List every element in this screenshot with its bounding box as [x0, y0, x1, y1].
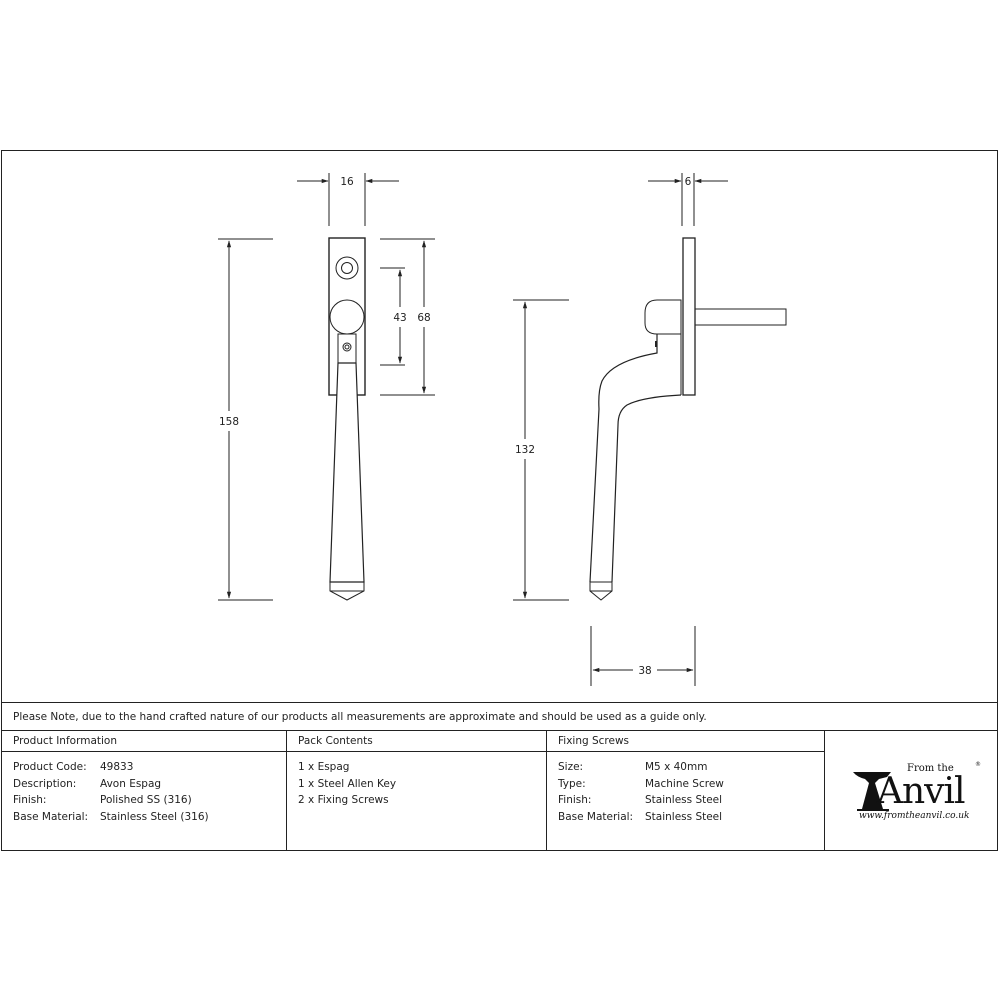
info-value: Polished SS (316) [100, 794, 192, 807]
info-value: Stainless Steel (316) [100, 810, 209, 823]
screw-row: Type: Machine Screw [558, 776, 824, 793]
logo-registered: ® [975, 761, 981, 768]
info-label: Finish: [13, 794, 47, 807]
logo-url: www.fromtheanvil.co.uk [859, 811, 970, 821]
screw-row: Base Material: Stainless Steel [558, 809, 824, 826]
info-label: Description: [13, 777, 77, 790]
screw-value: Stainless Steel [645, 810, 723, 823]
pack-item: 2 x Fixing Screws [298, 794, 389, 807]
info-label: Product Code: [13, 761, 87, 773]
dim-overall-height: 158 [219, 416, 239, 428]
pack-item: 1 x Steel Allen Key [298, 777, 397, 790]
logo-from-the: From the [907, 763, 954, 774]
info-row: Description: Avon Espag [13, 776, 286, 793]
screw-label: Base Material: [558, 810, 634, 823]
info-label: Base Material: [13, 810, 89, 823]
dim-backplate-height: 68 [417, 312, 430, 324]
dim-width: 16 [340, 176, 354, 188]
screw-value: Machine Screw [645, 777, 724, 790]
info-value: Avon Espag [100, 777, 162, 790]
logo-brand: Anvil [877, 771, 966, 812]
info-row: Finish: Polished SS (316) [13, 792, 286, 809]
product-drawing: 16 158 43 68 6 132 38 [218, 173, 787, 686]
screw-label: Type: [558, 777, 586, 790]
side-view [513, 173, 787, 686]
dim-handle-height: 132 [515, 444, 535, 456]
measurement-note: Please Note, due to the hand crafted nat… [2, 702, 997, 731]
screw-value: M5 x 40mm [645, 761, 708, 773]
screw-label: Size: [558, 761, 584, 773]
technical-drawing-sheet: 16 158 43 68 6 132 38 Please Note, due t… [1, 150, 998, 851]
fixing-screws-panel: Fixing Screws Size: M5 x 40mm Type: Machin… [547, 731, 825, 851]
screw-value: Stainless Steel [645, 794, 723, 807]
pack-contents-panel: Pack Contents 1 x Espag 1 x Steel Allen … [287, 731, 547, 851]
fixing-screws-header: Fixing Screws [547, 731, 824, 752]
pack-item: 1 x Espag [298, 761, 350, 773]
screw-row: Size: M5 x 40mm [558, 759, 824, 776]
product-information-header: Product Information [2, 731, 286, 752]
info-row: Base Material: Stainless Steel (316) [13, 809, 286, 826]
pack-contents-header: Pack Contents [287, 731, 546, 752]
anvil-icon [853, 772, 891, 811]
front-view [218, 173, 435, 601]
screw-row: Finish: Stainless Steel [558, 792, 824, 809]
logo-panel: From the Anvil ® www.fromtheanvil.co.uk [825, 731, 997, 851]
screw-label: Finish: [558, 794, 592, 807]
info-value: 49833 [100, 761, 134, 773]
product-information-panel: Product Information Product Code: 49833 D… [2, 731, 287, 851]
info-row: Product Code: 49833 [13, 759, 286, 776]
from-the-anvil-logo: From the Anvil ® www.fromtheanvil.co.uk [853, 761, 983, 821]
dim-backplate-thickness: 6 [685, 176, 692, 188]
dim-projection: 38 [638, 665, 651, 677]
dim-fixing-centres: 43 [393, 312, 406, 324]
